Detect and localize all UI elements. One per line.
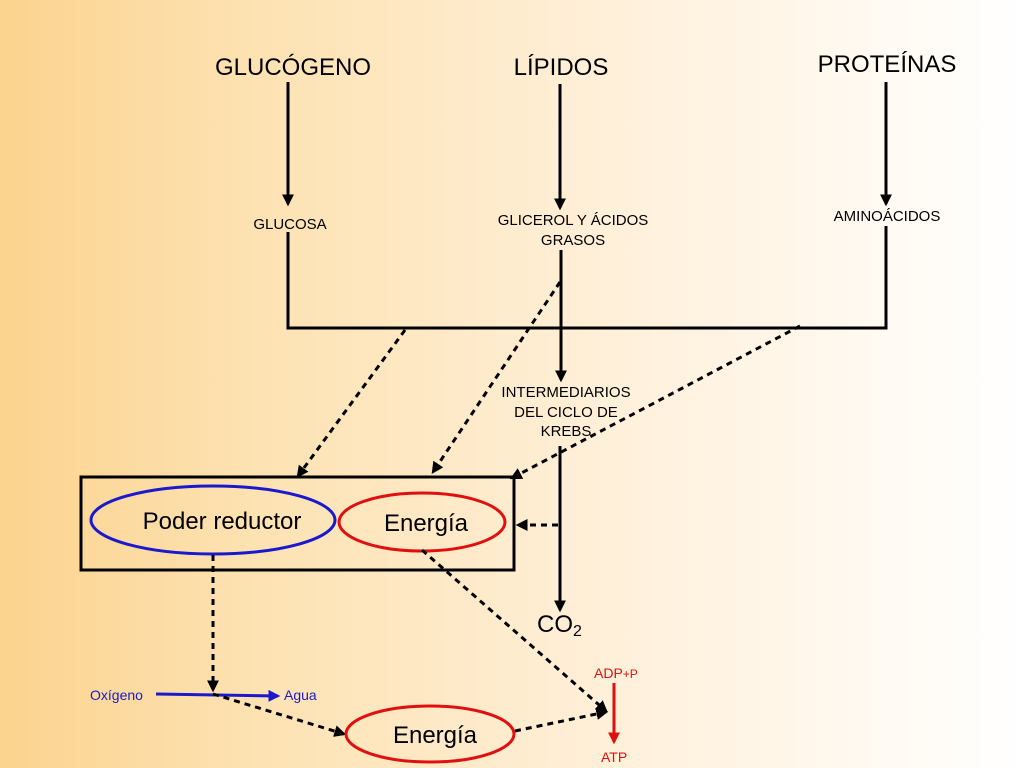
- dashed-arrow-aminoacidos-box: [509, 324, 801, 480]
- dashed-arrow-glicerol-box: [431, 281, 562, 474]
- atp-label: ATP: [601, 749, 627, 765]
- collector-line: [286, 226, 888, 330]
- energia-top-label: Energía: [384, 510, 469, 537]
- glucogeno-label: GLUCÓGENO: [215, 54, 371, 81]
- dashed-arrow-to-energia-bottom: [212, 692, 347, 737]
- adp-label: ADP+P: [594, 665, 638, 681]
- oxigeno-label: Oxígeno: [90, 687, 143, 703]
- dashed-arrow-collector-box: [296, 329, 407, 478]
- glicerol-label-line1: GLICEROL Y ÁCIDOS: [498, 212, 649, 229]
- aminoacidos-label: AMINOÁCIDOS: [834, 208, 941, 225]
- dashed-arrow-energia-top-atp: [421, 548, 608, 713]
- energia-bottom-label: Energía: [393, 722, 478, 749]
- output-box: [79, 475, 516, 572]
- poder-reductor-label: Poder reductor: [143, 508, 302, 535]
- agua-label: Agua: [284, 687, 317, 703]
- glicerol-label-line2: GRASOS: [541, 232, 605, 249]
- poder-reductor-ellipse: [89, 484, 337, 556]
- krebs-label-line3: KREBS: [541, 423, 592, 440]
- proteinas-label: PROTEÍNAS: [818, 51, 957, 78]
- energia-bottom-ellipse: [344, 704, 516, 764]
- glucosa-label: GLUCOSA: [253, 216, 326, 233]
- krebs-label-line1: INTERMEDIARIOS: [501, 384, 630, 401]
- dashed-arrow-energia-bottom-atp: [514, 708, 609, 733]
- lipidos-label: LÍPIDOS: [514, 54, 609, 81]
- krebs-label-line2: DEL CICLO DE: [514, 404, 618, 421]
- co2-label: CO2: [537, 611, 582, 640]
